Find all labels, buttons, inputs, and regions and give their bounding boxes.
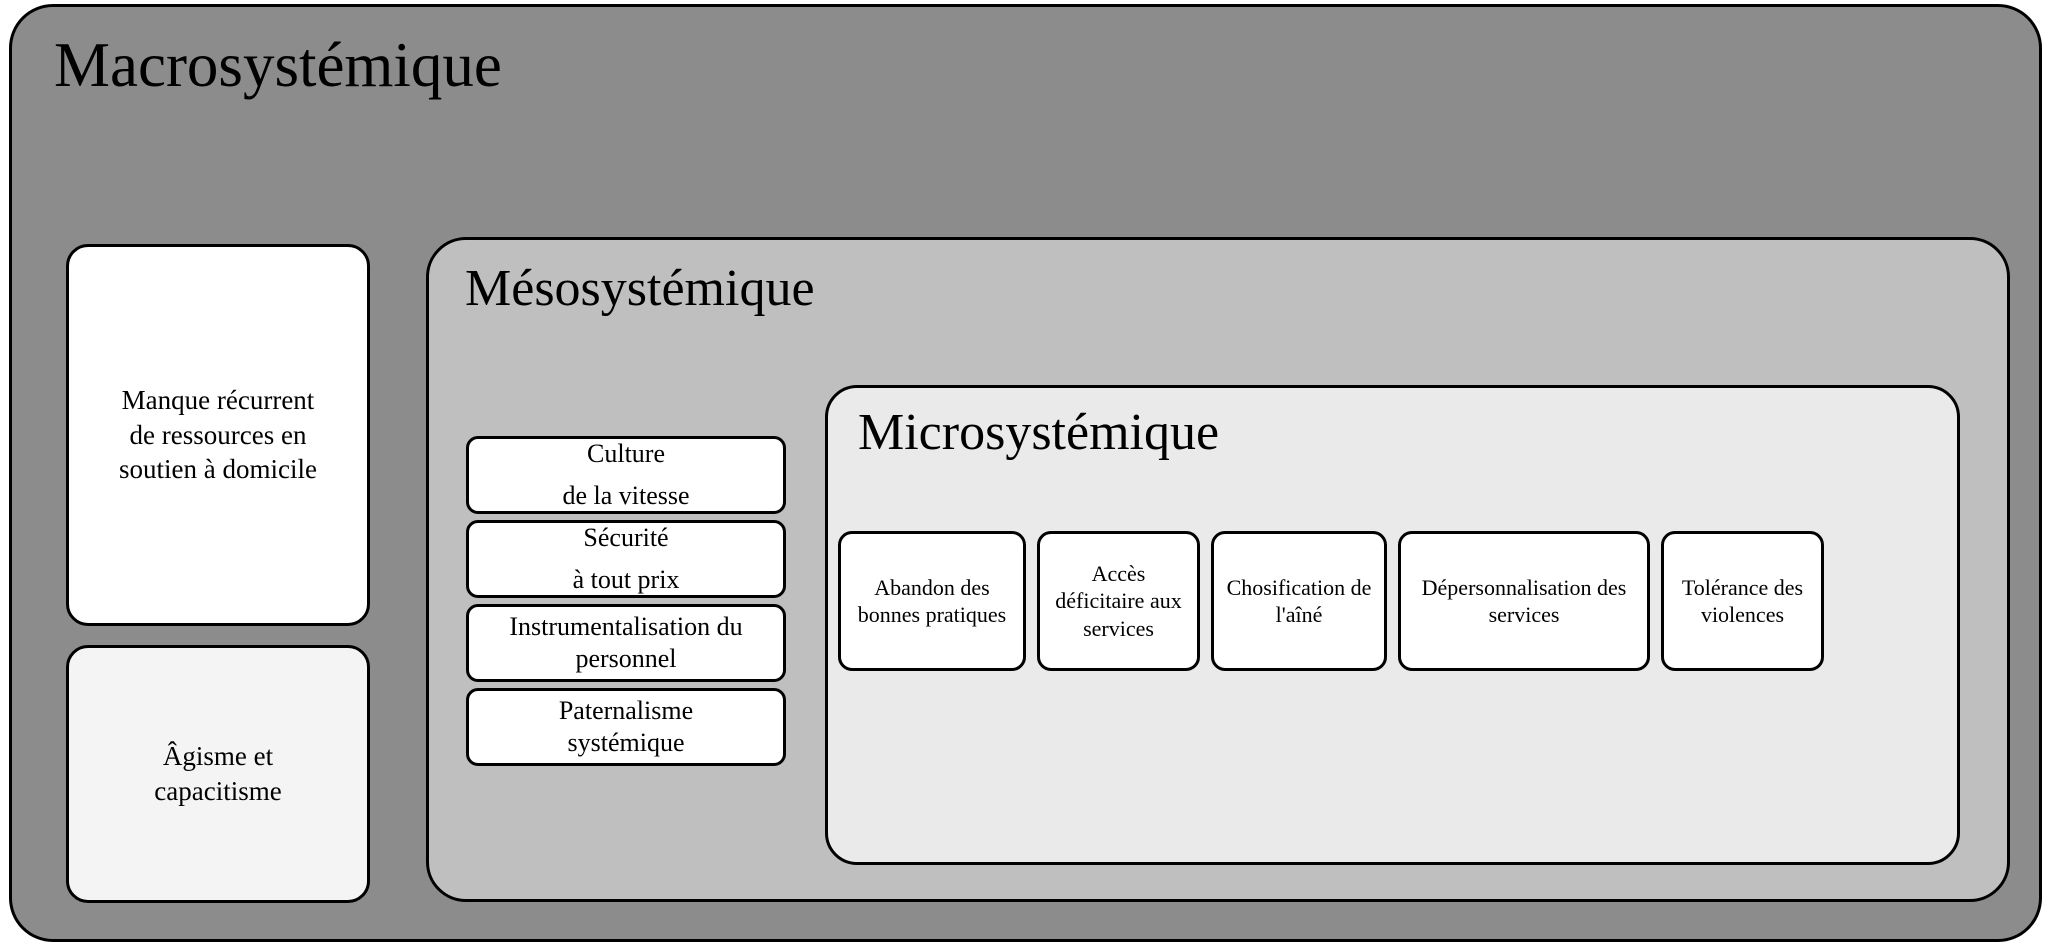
macrosystemique-title: Macrosystémique [54, 30, 502, 100]
meso-item-label-line2: systémique [567, 728, 685, 757]
meso-item-label-line1: Paternalisme [558, 696, 694, 726]
micro-item-box: Dépersonnalisation des services [1398, 531, 1650, 671]
macrosystemique-container: Macrosystémique Manque récurrent de ress… [9, 4, 2042, 942]
micro-item-label: Abandon des bonnes pratiques [857, 574, 1007, 628]
meso-item-box: Culture de la vitesse [466, 436, 786, 514]
micro-item-box: Abandon des bonnes pratiques [838, 531, 1026, 671]
meso-item-box: Paternalisme systémique [466, 688, 786, 766]
meso-item-label-line2: à tout prix [572, 565, 680, 594]
macro-item-label: Manque récurrent de ressources en soutie… [119, 385, 317, 485]
micro-item-row: Abandon des bonnes pratiques Accès défic… [838, 531, 1953, 671]
meso-item-label-line2: de la vitesse [562, 481, 690, 510]
meso-item-label-line1: Sécurité [583, 522, 669, 552]
meso-item-label-line1: Instrumentalisation du [509, 612, 743, 642]
mesosystemique-container: Mésosystémique Culture de la vitesse Séc… [426, 237, 2010, 902]
mesosystemique-title: Mésosystémique [465, 260, 815, 317]
micro-item-label: Accès déficitaire aux services [1055, 560, 1182, 641]
micro-item-box: Accès déficitaire aux services [1037, 531, 1200, 671]
meso-item-label-line1: Culture [587, 438, 665, 468]
microsystemique-container: Microsystémique Abandon des bonnes prati… [825, 385, 1960, 865]
macro-item-label: Âgisme et capacitisme [154, 741, 282, 806]
micro-item-box: Chosification de l'aîné [1211, 531, 1387, 671]
micro-item-label: Tolérance des violences [1681, 574, 1804, 628]
micro-item-box: Tolérance des violences [1661, 531, 1824, 671]
microsystemique-title: Microsystémique [858, 404, 1220, 461]
meso-item-label-line2: personnel [575, 644, 677, 673]
macro-item-box: Manque récurrent de ressources en soutie… [66, 244, 370, 626]
macro-item-box: Âgisme et capacitisme [66, 645, 370, 903]
micro-item-label: Dépersonnalisation des services [1421, 574, 1627, 628]
micro-item-label: Chosification de l'aîné [1226, 574, 1372, 628]
meso-item-box: Instrumentalisation du personnel [466, 604, 786, 682]
meso-item-box: Sécurité à tout prix [466, 520, 786, 598]
